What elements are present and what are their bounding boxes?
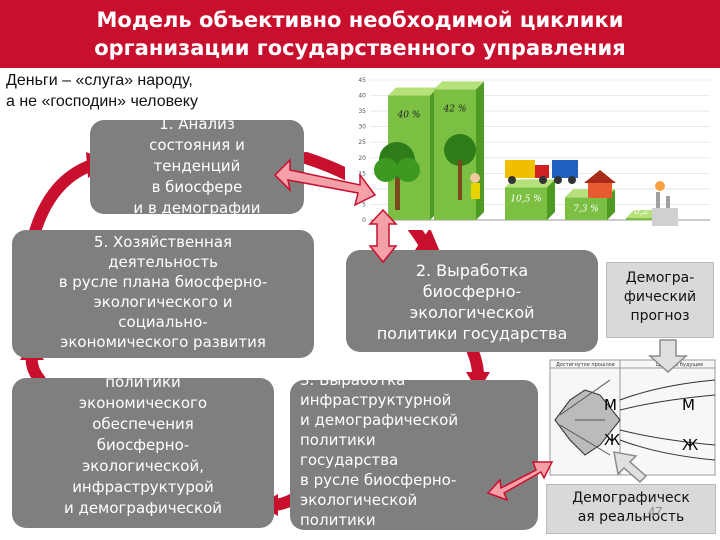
y-tick-label: 35: [358, 108, 366, 115]
label-m-left: М: [604, 396, 617, 414]
bar: [626, 218, 668, 220]
truck-illustration: [505, 160, 578, 184]
step-2-box: 2. Выработка биосферно- экологической по…: [346, 250, 598, 352]
arrowhead-s1-s2: [415, 228, 440, 252]
label-m-right: М: [682, 396, 695, 414]
bar: [565, 197, 607, 220]
bar-value-label: 7,3 %: [573, 204, 599, 214]
bar-value-label: 0,2 %: [634, 207, 660, 217]
house-illustration: [584, 170, 616, 198]
step-1-box: 1. Анализ состояния и тенденций в биосфе…: [90, 120, 304, 214]
step-4-text: политики экономического обеспечения биос…: [63, 378, 223, 517]
step-1-text: 1. Анализ состояния и тенденций в биосфе…: [133, 120, 261, 214]
bar-value-label: 42 %: [443, 104, 467, 114]
step-5-text: 5. Хозяйственная деятельность в русле пл…: [58, 233, 268, 351]
y-tick-label: 0: [362, 217, 366, 224]
chart-header-left: Достигнутое прошлое: [556, 362, 615, 368]
label-zh-left: Ж: [604, 431, 620, 449]
label-zh-right: Ж: [682, 436, 698, 454]
page-title: Модель объективно необходимой циклики ор…: [0, 0, 720, 68]
bar-side: [547, 179, 555, 220]
bar-top: [388, 87, 438, 96]
y-tick-label: 25: [358, 139, 366, 146]
y-tick-label: 45: [358, 77, 366, 84]
bar-value-label: 40 %: [397, 111, 421, 121]
step-3-box: 3. Выработка инфраструктурной и демограф…: [290, 380, 538, 530]
tree-illustration: [374, 142, 420, 210]
demographic-reality-box: Демографическ ая реальность: [546, 484, 716, 534]
bar: [505, 187, 547, 220]
bar-value-label: 10,5 %: [510, 194, 541, 204]
y-tick-label: 30: [358, 124, 366, 131]
y-tick-label: 40: [358, 93, 366, 100]
factory-illustration: [652, 181, 678, 226]
person-tree-illustration: [444, 134, 480, 200]
step-3-text: 3. Выработка инфраструктурной и демограф…: [300, 380, 459, 529]
step-2-text: 2. Выработка биосферно- экологической по…: [376, 261, 568, 343]
bar-top: [434, 81, 484, 90]
page-number: 47: [648, 504, 663, 519]
demographic-forecast-box: Демогра- фический прогноз: [606, 262, 714, 338]
arrow-s5-s1: [28, 159, 98, 241]
chart-header-right: Целевое будущее: [656, 362, 703, 368]
step-4-box: политики экономического обеспечения биос…: [12, 378, 274, 528]
step-5-box: 5. Хозяйственная деятельность в русле пл…: [12, 230, 314, 358]
subtitle: Деньги – «слуга» народу, а не «господин»…: [6, 72, 198, 110]
